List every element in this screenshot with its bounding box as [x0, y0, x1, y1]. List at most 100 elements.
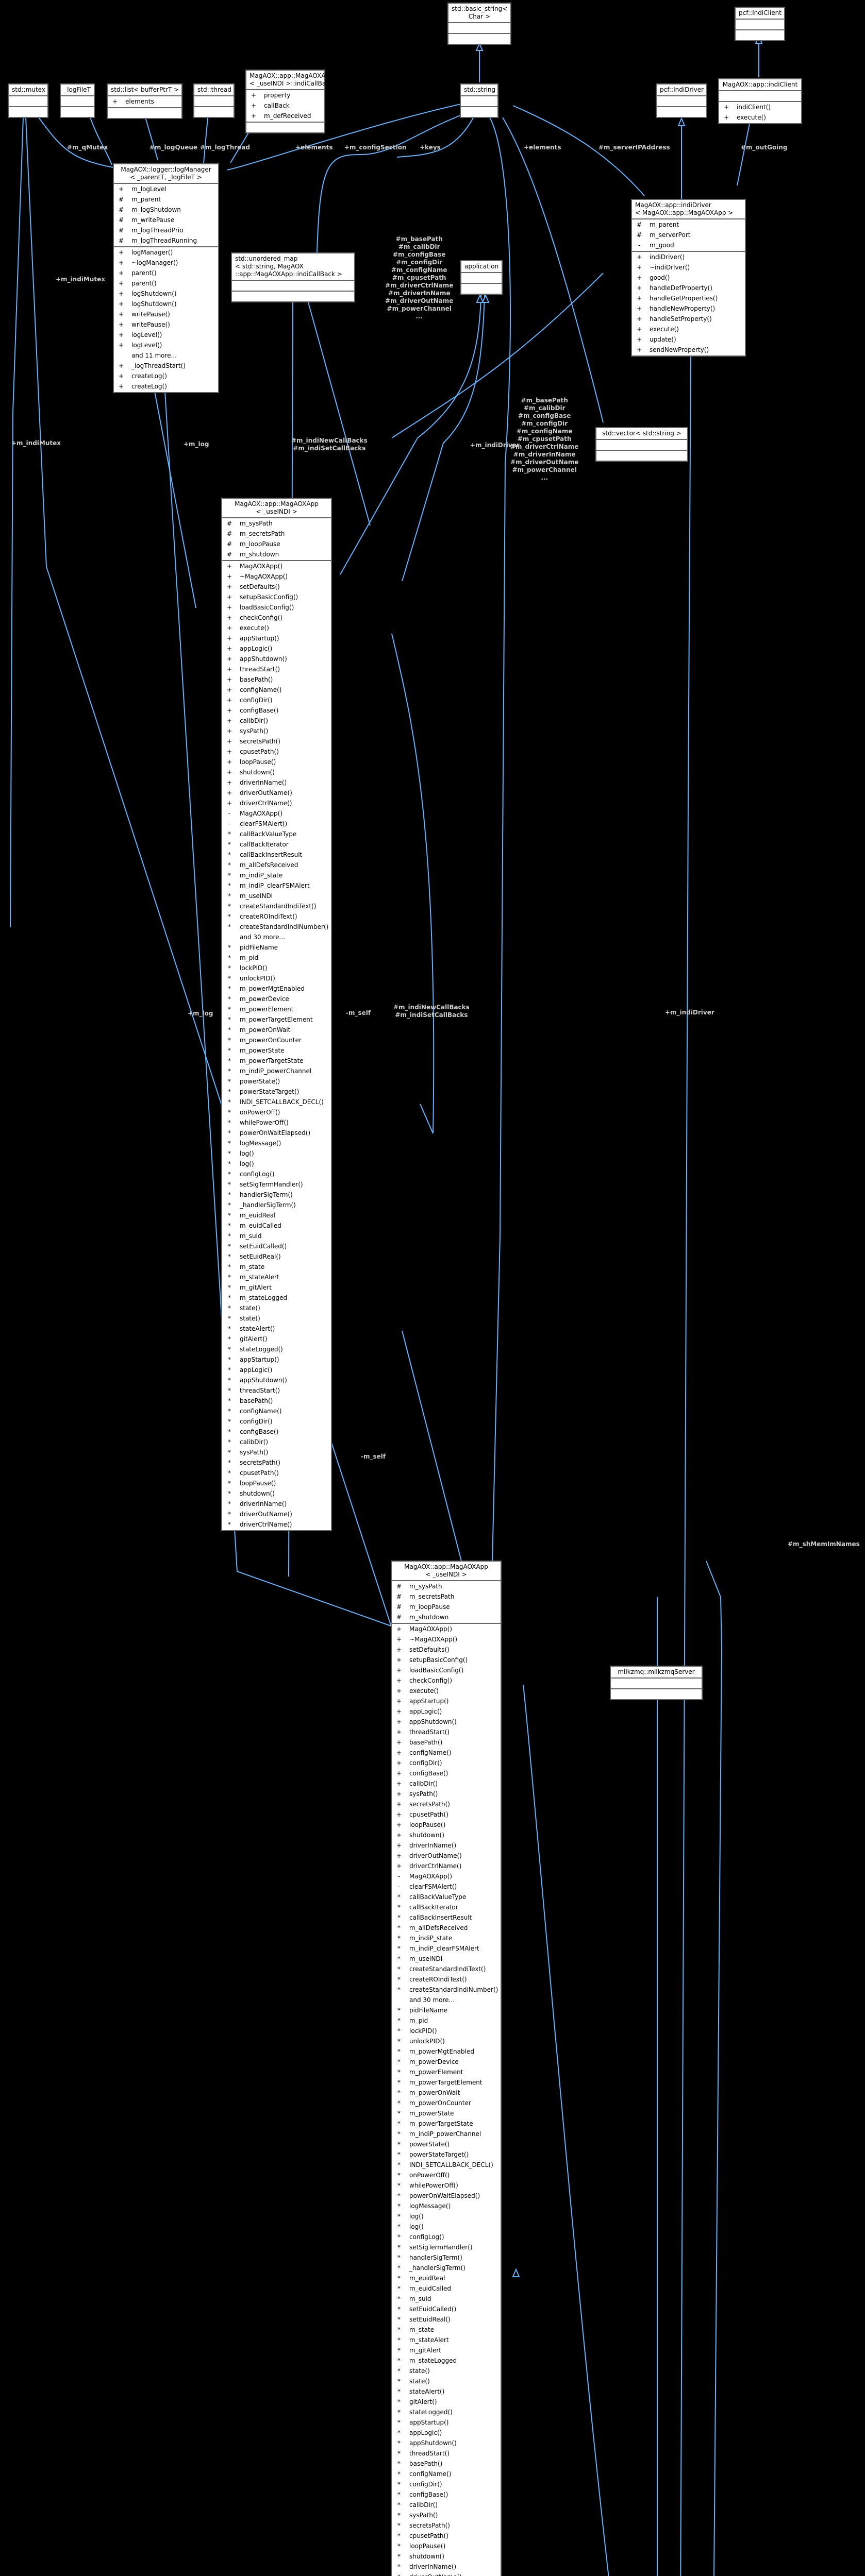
visibility-marker: * [228, 1315, 231, 1322]
member-row: *lockPID() [222, 963, 331, 973]
member-name: setEuidCalled() [409, 2306, 457, 2313]
member-name: driverInName() [240, 1500, 287, 1507]
member-name: m_logThreadRunning [131, 237, 197, 244]
class-node-vector-string[interactable]: std::vector< std::string > [595, 427, 688, 462]
member-name: appShutdown() [409, 2439, 457, 2447]
member-name: _logThreadStart() [131, 362, 186, 369]
visibility-marker: + [251, 92, 257, 99]
edge-label-m-shmemimnames: #m_shMemImNames [788, 1540, 860, 1548]
visibility-marker: + [396, 1698, 402, 1705]
member-name: parent() [131, 269, 157, 277]
member-name: unlockPID() [409, 2038, 445, 2045]
member-row: *m_powerMgtEnabled [222, 984, 331, 994]
visibility-marker: * [228, 954, 231, 961]
member-row: +sendNewProperty() [632, 345, 745, 355]
visibility-marker: * [397, 2326, 401, 2333]
member-row: +sysPath() [392, 1789, 501, 1799]
class-node-pcf-indidriver[interactable]: pcf::IndiDriver [656, 83, 707, 118]
visibility-marker: * [228, 903, 231, 910]
visibility-marker: * [397, 1986, 401, 1993]
class-node-std-list[interactable]: std::list< bufferPtrT > +elements [107, 83, 182, 119]
visibility-marker: + [226, 686, 232, 693]
member-name: pidFileName [240, 944, 278, 951]
visibility-marker: * [228, 1356, 231, 1363]
visibility-marker: + [226, 727, 232, 735]
visibility-marker: * [397, 2110, 401, 2117]
class-node-indicallback[interactable]: MagAOX::app::MagAOXApp < _useINDI >::ind… [245, 70, 334, 133]
visibility-marker: - [228, 810, 231, 817]
class-node-unordered-map[interactable]: std::unordered_map < std::string, MagAOX… [231, 252, 355, 302]
class-title: MagAOX::app::MagAOXApp < _useINDI > [222, 499, 331, 518]
visibility-marker: + [251, 112, 257, 120]
class-node-std-string[interactable]: std::string [460, 83, 498, 118]
member-row: *m_suid [222, 1231, 331, 1241]
visibility-marker: + [396, 1749, 402, 1756]
member-name: configName() [240, 1408, 282, 1415]
visibility-marker: * [228, 1438, 231, 1446]
member-row: *setEuidReal() [222, 1251, 331, 1262]
visibility-marker: * [228, 1243, 231, 1250]
member-row: +setDefaults() [222, 582, 331, 592]
visibility-marker: * [397, 2470, 401, 2478]
member-name: setupBasicConfig() [240, 594, 298, 601]
class-node-magaoxapp-lower[interactable]: MagAOX::app::MagAOXApp < _useINDI > #m_s… [391, 1561, 502, 2576]
member-name: createROIndiText() [240, 913, 297, 920]
visibility-marker: + [118, 259, 124, 266]
class-node-milkzmq-server[interactable]: milkzmq::milkzmqServer [610, 1666, 703, 1700]
class-node-application[interactable]: application [460, 260, 503, 295]
member-name: MagAOXApp() [409, 1873, 453, 1880]
member-name: driverOutName() [406, 2572, 462, 2576]
class-node-basic-string[interactable]: std::basic_string< Char > [447, 3, 511, 45]
member-row: *m_stateLogged [392, 2355, 501, 2366]
class-node-logmanager[interactable]: MagAOX::logger::logManager < _parentT, _… [113, 163, 219, 393]
visibility-marker: + [396, 1759, 402, 1767]
edge-label-m-qmutex: #m_qMutex [67, 144, 108, 151]
visibility-marker: * [228, 1037, 231, 1044]
member-name: parent() [131, 280, 157, 287]
member-name: m_powerDevice [240, 995, 289, 1003]
class-title: MagAOX::app::MagAOXApp < _useINDI > [392, 1562, 501, 1581]
methods-section [461, 107, 497, 117]
member-name: ~MagAOXApp() [409, 1636, 458, 1643]
visibility-marker: * [397, 2058, 401, 2065]
member-name: cpusetPath() [409, 2532, 448, 2539]
visibility-marker: + [636, 274, 642, 281]
member-name: callBack [264, 102, 290, 109]
class-node-indidriver[interactable]: MagAOX::app::indiDriver < MagAOX::app::M… [631, 199, 746, 357]
member-name: elements [125, 98, 154, 105]
member-row: *logMessage() [222, 1138, 331, 1148]
member-row: #m_shutdown [392, 1612, 501, 1622]
class-title: std::list< bufferPtrT > [108, 84, 181, 96]
member-row: *calibDir() [222, 1437, 331, 1447]
edge-label-m-self-2: -m_self [361, 1453, 386, 1460]
class-node-std-thread[interactable]: std::thread [193, 83, 235, 118]
member-name: m_indiP_state [240, 872, 283, 879]
class-node-std-mutex[interactable]: std::mutex [8, 83, 48, 118]
attributes-section: +m_logLevel#m_parent#m_logShutdown#m_wri… [114, 184, 218, 247]
member-name: sysPath() [240, 727, 269, 735]
class-node-logfilet[interactable]: _logFileT [60, 83, 95, 118]
member-row: #m_logThreadRunning [114, 235, 218, 246]
member-row: *m_powerState [222, 1045, 331, 1056]
member-name: log() [240, 1150, 254, 1157]
member-name: execute() [737, 114, 766, 121]
member-row: *loopPause() [392, 2541, 501, 2551]
class-node-magaoxapp-upper[interactable]: MagAOX::app::MagAOXApp < _useINDI > #m_s… [221, 498, 332, 1531]
member-name: setEuidReal() [240, 1253, 281, 1260]
member-name: m_powerTargetState [409, 2120, 473, 2127]
visibility-marker: * [397, 2491, 401, 2498]
class-node-indiclient[interactable]: MagAOX::app::indiClient +indiClient() +e… [718, 78, 802, 124]
member-name: m_stateAlert [409, 2336, 449, 2344]
member-name: callBackValueType [240, 831, 297, 838]
visibility-marker: * [397, 2532, 401, 2539]
member-row: +loadBasicConfig() [222, 602, 331, 613]
member-name: configLog() [409, 2233, 444, 2241]
member-row: +configName() [392, 1748, 501, 1758]
visibility-marker: + [118, 280, 124, 287]
class-node-pcf-indiclient[interactable]: pcf::IndiClient [735, 7, 785, 41]
member-row: *callBackIterator [392, 1902, 501, 1912]
visibility-marker: # [636, 231, 642, 239]
member-row: *m_state [222, 1262, 331, 1272]
member-row: +~logManager() [114, 258, 218, 268]
member-row: *log() [392, 2222, 501, 2232]
